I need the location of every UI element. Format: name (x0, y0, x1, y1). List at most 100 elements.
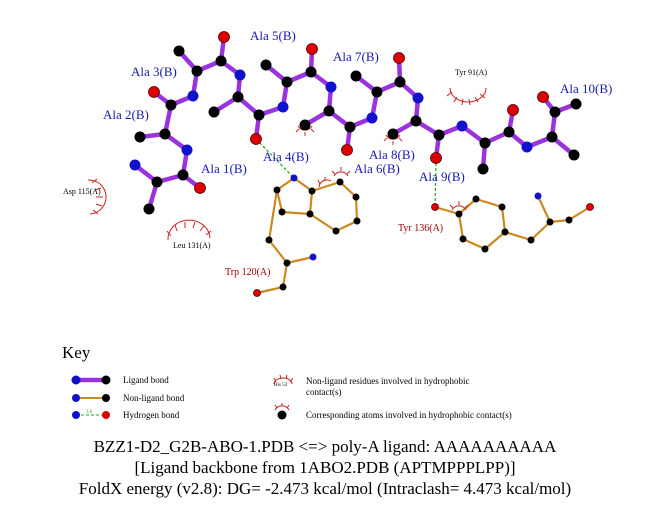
carbon-atom (350, 70, 362, 82)
nitrogen-atom (187, 90, 199, 102)
oxygen-atom (253, 289, 261, 297)
carbon-atom (527, 236, 535, 244)
nonligand-bond (567, 205, 592, 222)
residue-label-ala10: Ala 10(B) (560, 81, 612, 96)
carbon-atom (265, 236, 273, 244)
residue-label-ala1: Ala 1(B) (201, 161, 247, 176)
nonligand-bond (338, 180, 358, 199)
nonligand-bond (457, 212, 465, 241)
oxygen-atom (507, 104, 519, 116)
oxygen-atom (306, 43, 318, 55)
oxygen-atom (393, 52, 405, 64)
carbon-atom (173, 45, 185, 57)
caption: BZZ1-D2_G2B-ABO-1.PDB <=> poly-A ligand:… (79, 437, 571, 498)
oxygen-atom (431, 203, 439, 211)
oxygen-atom (430, 152, 442, 164)
carbon-atom (134, 131, 146, 143)
carbon-atom (344, 121, 356, 133)
nitrogen-atom (325, 81, 337, 93)
legend-hydrophobic-label-line2: contact(s) (306, 387, 341, 397)
carbon-atom (232, 91, 244, 103)
nonligand-bond (354, 195, 359, 223)
legend-contact-atom: Corresponding atoms involved in hydropho… (274, 403, 512, 420)
carbon-atom (387, 128, 399, 140)
carbon-atom (455, 210, 463, 218)
legend: Key Ligand bond Non-ligand bond 3.0 Hydr… (62, 343, 512, 420)
carbon-atom (332, 227, 340, 235)
residue-label-tyr91: Tyr 91(A) (455, 68, 487, 77)
hydrogen-bonds (255, 138, 437, 208)
residue-label-ala6: Ala 6(B) (354, 161, 400, 176)
nitrogen-atom (129, 159, 141, 171)
carbon-atom (336, 178, 344, 186)
carbon-atom (503, 126, 515, 138)
carbon-atom (151, 176, 163, 188)
residue-label-asp115: Asp 115(A) (63, 187, 101, 196)
carbon-atom (260, 59, 272, 71)
legend-contact-atom-label: Corresponding atoms involved in hydropho… (306, 410, 512, 420)
carbon-atom (459, 235, 467, 243)
hydrophobic-arc-tyr91 (446, 87, 487, 106)
nonligand-bond (285, 255, 315, 265)
carbon-atom (253, 109, 265, 121)
legend-hydrophobic-residue: His 53 Non-ligand residues involved in h… (273, 374, 469, 397)
carbon-atom (306, 210, 314, 218)
residue-label-ala9: Ala 9(B) (419, 169, 465, 184)
nitrogen-atom (290, 174, 298, 182)
nonligand-bond (457, 197, 478, 216)
nonligand-bond (310, 180, 342, 193)
carbon-atom (278, 208, 286, 216)
contact-fringe (449, 201, 469, 211)
hydrogen-bond (255, 138, 295, 179)
tyr136-residue (433, 194, 592, 251)
caption-line2: [Ligand backbone from 1ABO2.PDB (APTMPPP… (134, 458, 515, 477)
carbon-atom (498, 203, 506, 211)
carbon-atom (308, 187, 316, 195)
nonligand-bond (255, 285, 285, 295)
oxygen-atom (218, 31, 230, 43)
nonligand-bond (461, 237, 487, 251)
hydrogen-bond (434, 157, 437, 208)
legend-hydrogen-bond-label: Hydrogen bond (123, 410, 180, 420)
nitrogen-atom (534, 192, 542, 200)
oxygen-atom (148, 86, 160, 98)
legend-ligand-bond-label: Ligand bond (123, 375, 169, 385)
carbon-atom (159, 128, 171, 140)
carbon-atom (283, 259, 291, 267)
nonligand-bond (281, 261, 289, 289)
nitrogen-atom (366, 112, 378, 124)
carbon-atom (323, 105, 335, 117)
nonligand-bond (483, 230, 507, 251)
legend-hydrophobic-label-line1: Non-ligand residues involved in hydropho… (306, 376, 469, 386)
carbon-atom (565, 216, 573, 224)
residue-label-trp120: Trp 120(A) (225, 267, 270, 278)
legend-hydrogen-bond: 3.0 Hydrogen bond (72, 410, 180, 420)
atoms (129, 31, 594, 297)
residue-label-ala7: Ala 7(B) (333, 49, 379, 64)
carbon-atom (165, 99, 177, 111)
contact-fringe (331, 167, 351, 177)
nonligand-bond (292, 176, 314, 193)
carbon-atom (477, 163, 489, 175)
residue-label-ala3: Ala 3(B) (131, 64, 177, 79)
carbon-atom (479, 137, 491, 149)
nonligand-bond (280, 210, 312, 216)
carbon-atom (177, 169, 189, 181)
nonligand-bond (267, 238, 289, 265)
carbon-atom (549, 106, 561, 118)
carbon-atom (215, 55, 227, 67)
oxygen-atom (341, 144, 353, 156)
nonligand-bond (433, 205, 461, 216)
residue-label-leu131: Leu 131(A) (173, 241, 211, 250)
nitrogen-atom (521, 141, 533, 153)
carbon-atom (143, 203, 155, 215)
hydrophobic-arc-leu131 (166, 219, 212, 241)
legend-nonligand-bond: Non-ligand bond (72, 393, 185, 403)
carbon-atom (394, 76, 406, 88)
caption-line3: FoldX energy (v2.8): DG= -2.473 kcal/mol… (79, 479, 571, 498)
legend-hydrophobic-example: His 53 (274, 383, 288, 388)
oxygen-atom (537, 91, 549, 103)
nonligand-bond (334, 219, 359, 233)
carbon-atom (281, 76, 293, 88)
